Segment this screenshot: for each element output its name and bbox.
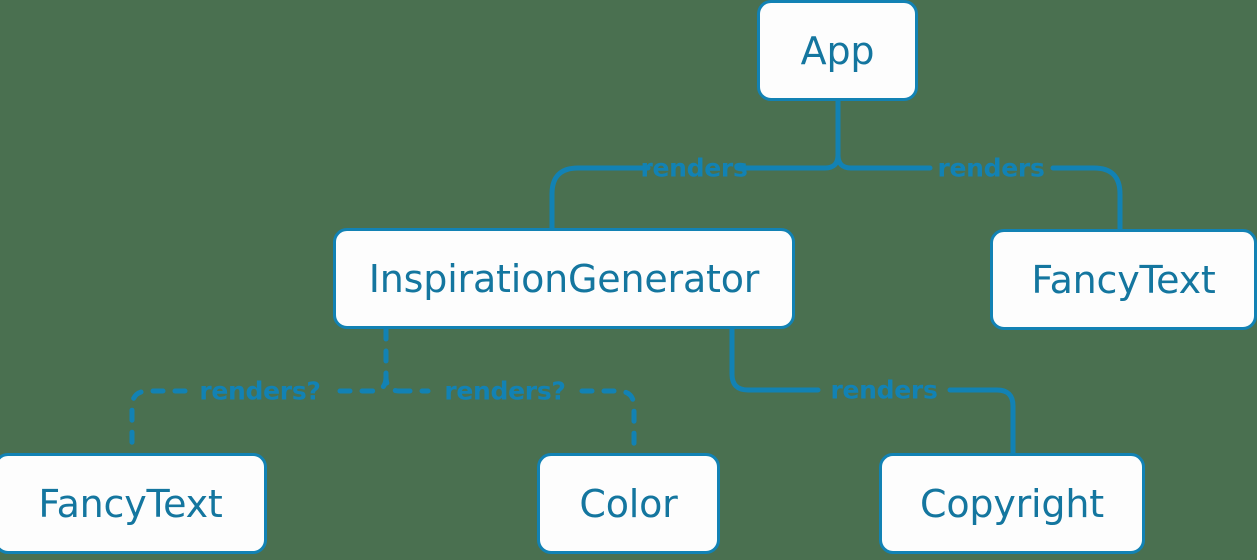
edge-label-app-to-inspirationgenerator: renders [640, 153, 748, 183]
edge-inspirationgenerator-dashed-stem-left [369, 374, 389, 394]
node-fancytext-bottom-left-label: FancyText [38, 481, 223, 526]
edge-app-stem [835, 98, 854, 171]
node-copyright[interactable]: Copyright [879, 453, 1145, 554]
node-copyright-label: Copyright [920, 481, 1104, 526]
edge-label-inspirationgenerator-to-fancytext-left: renders? [199, 376, 321, 406]
node-app-label: App [800, 28, 875, 73]
node-inspirationgenerator-label: InspirationGenerator [368, 256, 760, 301]
node-color[interactable]: Color [537, 453, 720, 554]
node-color-label: Color [579, 481, 678, 526]
edge-app-stem-left [822, 152, 841, 171]
node-inspirationgenerator[interactable]: InspirationGenerator [333, 228, 795, 329]
node-fancytext-right[interactable]: FancyText [990, 229, 1257, 330]
node-fancytext-right-label: FancyText [1031, 257, 1216, 302]
edge-label-inspirationgenerator-to-copyright: renders [830, 375, 938, 405]
node-fancytext-bottom-left[interactable]: FancyText [0, 453, 267, 554]
edge-label-inspirationgenerator-to-color: renders? [444, 376, 566, 406]
edge-label-app-to-fancytext-right: renders [937, 153, 1045, 183]
edge-inspirationgenerator-dashed-stem [383, 326, 403, 394]
node-app[interactable]: App [757, 0, 918, 101]
